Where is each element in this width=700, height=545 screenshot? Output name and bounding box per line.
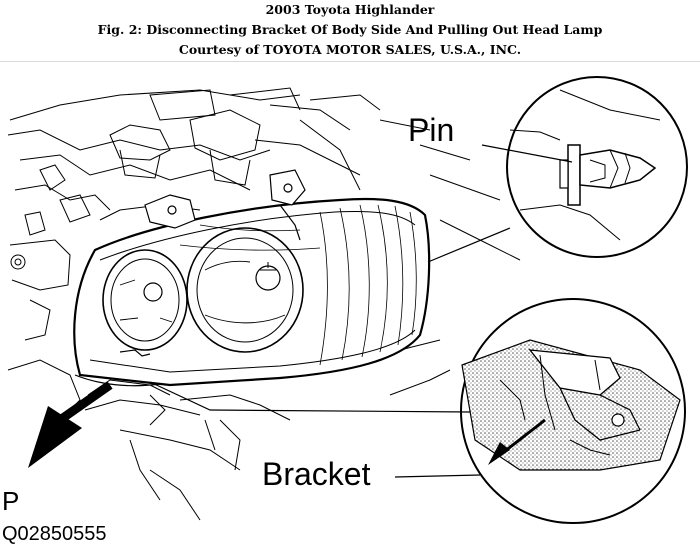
pin-label: Pin	[408, 112, 455, 148]
bracket-detail-circle	[460, 298, 686, 524]
vehicle-title: 2003 Toyota Highlander	[265, 2, 435, 17]
figure-code: Q02850555	[2, 523, 107, 545]
headlamp-diagram	[7, 76, 688, 524]
pin-leader-line	[427, 227, 511, 263]
pin-detail-circle	[506, 76, 688, 258]
bracket-leader-line	[149, 381, 471, 413]
bracket-callout-line	[394, 474, 481, 478]
pin-callout-line	[481, 144, 573, 163]
bracket-label: Bracket	[262, 456, 371, 492]
top-mount-brackets	[144, 169, 306, 241]
courtesy-line: Courtesy of TOYOTA MOTOR SALES, U.S.A., …	[178, 42, 522, 57]
headlamp-assembly	[73, 197, 431, 387]
header-divider	[0, 61, 700, 62]
figure-caption: Fig. 2: Disconnecting Bracket Of Body Si…	[97, 22, 603, 37]
pull-out-arrow	[28, 381, 113, 468]
bracket-arrowhead	[488, 442, 510, 465]
figure-header: 2003 Toyota Highlander Fig. 2: Disconnec…	[0, 0, 700, 60]
corner-letter: P	[2, 486, 20, 516]
